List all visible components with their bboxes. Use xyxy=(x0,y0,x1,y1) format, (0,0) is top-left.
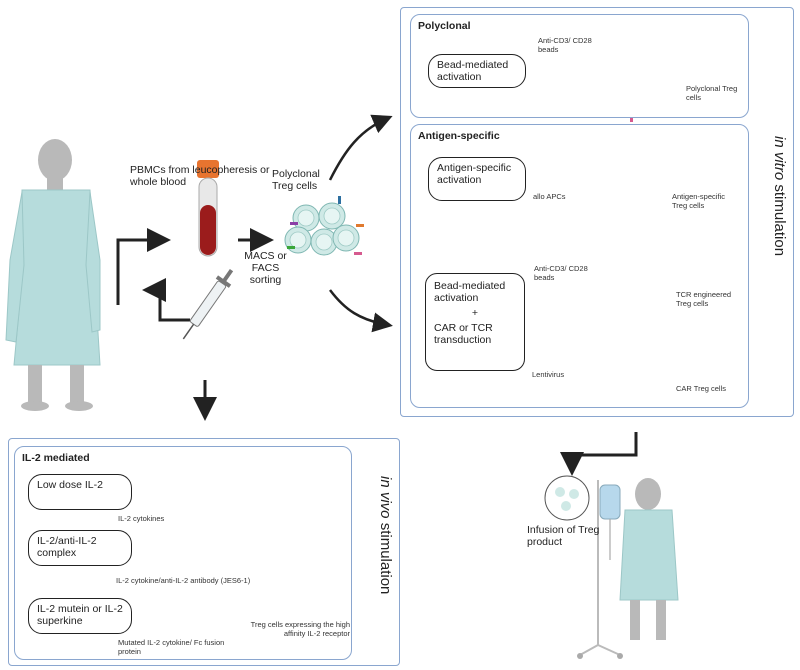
apc-label: allo APCs xyxy=(533,192,566,201)
bead-activation-polyclonal: Bead-mediated activation xyxy=(428,54,526,88)
mutein-note: Mutated IL-2 cytokine/ Fc fusion protein xyxy=(118,638,225,656)
lentivirus-label: Lentivirus xyxy=(532,370,565,379)
antigen-activation-pill: Antigen-specific activation xyxy=(428,157,526,201)
polyclonal-treg-cluster xyxy=(284,196,364,256)
transduction-box: Bead-mediated activation + CAR or TCR tr… xyxy=(425,273,525,371)
complex-note: IL-2 cytokine/anti-IL-2 antibody (JES6-1… xyxy=(116,576,251,585)
antigen-header: Antigen-specific xyxy=(418,130,500,142)
cytokines-label: IL-2 cytokines xyxy=(118,514,165,523)
polyclonal-treg-label: Polyclonal Treg cells xyxy=(272,168,320,192)
macs-label: MACS or FACS sorting xyxy=(244,250,287,286)
low-dose-pill: Low dose IL-2 xyxy=(28,474,132,510)
il2-header: IL-2 mediated xyxy=(22,452,90,464)
infusion-label: Infusion of Treg product xyxy=(527,524,600,548)
antigen-result-label: Antigen-specific Treg cells xyxy=(672,192,725,210)
mutein-pill: IL-2 mutein or IL-2 superkine xyxy=(28,598,132,634)
il2-treg-result-label: Treg cells expressing the high affinity … xyxy=(250,620,350,638)
beads-label: Anti-CD3/ CD28 beads xyxy=(538,36,592,54)
transduction-text: CAR or TCR transduction xyxy=(434,322,493,346)
invitro-panel xyxy=(400,7,794,417)
complex-pill: IL-2/anti-IL-2 complex xyxy=(28,530,132,566)
tcr-result-label: TCR engineered Treg cells xyxy=(676,290,732,308)
invivo-title: in vivo stimulation xyxy=(377,476,394,595)
plus-sign: + xyxy=(471,307,479,319)
polyclonal-result-label: Polyclonal Treg cells xyxy=(686,84,738,102)
invitro-title: in vitro stimulation xyxy=(771,136,788,257)
invivo-panel xyxy=(8,438,400,666)
iv-stand-icon xyxy=(577,480,623,659)
car-result-label: CAR Treg cells xyxy=(676,384,727,393)
blood-tube-icon xyxy=(197,160,219,257)
patient-figure-right xyxy=(619,478,679,640)
infusion-product-icon xyxy=(544,475,590,521)
pbmc-label: PBMCs from leucopheresis or whole blood xyxy=(130,164,270,188)
beads-label-2: Anti-CD3/ CD28 beads xyxy=(534,264,588,282)
bead-activation-text: Bead-mediated activation xyxy=(434,280,506,304)
patient-figure xyxy=(5,139,101,411)
polyclonal-header: Polyclonal xyxy=(418,20,471,32)
syringe-icon xyxy=(182,269,234,340)
